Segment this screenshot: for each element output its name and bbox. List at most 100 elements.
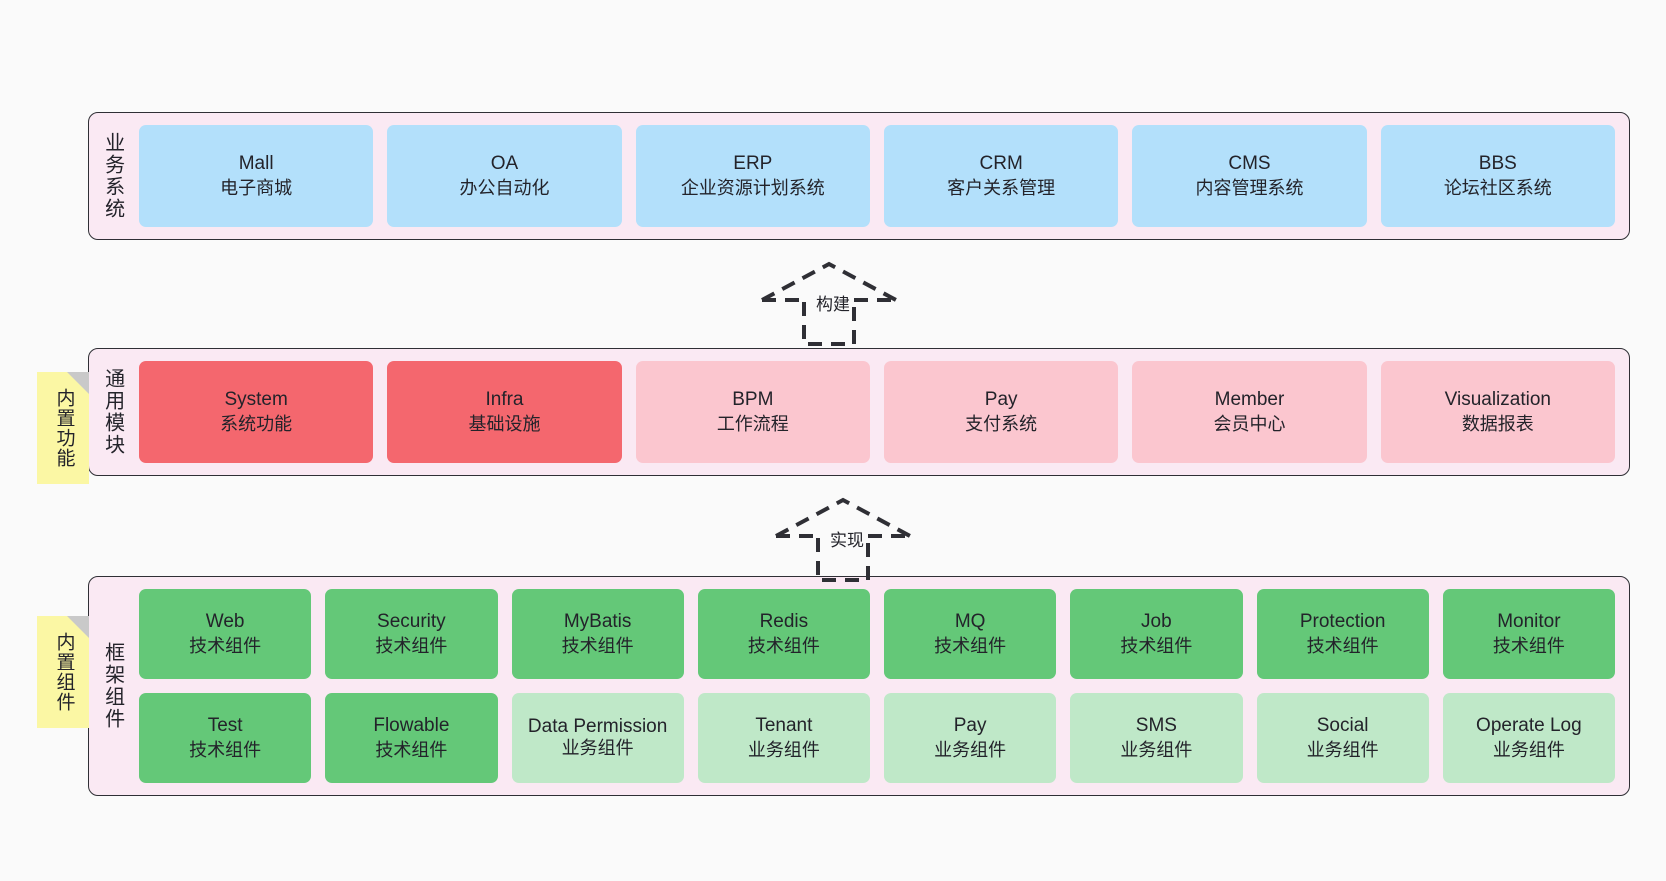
sticky-note-builtin-components-label: 内置组件 — [53, 632, 75, 712]
node-mq-en: MQ — [954, 611, 986, 633]
node-pay-module-en: Pay — [984, 389, 1018, 411]
node-mq-cn: 技术组件 — [934, 635, 1007, 656]
node-bbs-cn: 论坛社区系统 — [1443, 177, 1552, 198]
node-oa-cn: 办公自动化 — [459, 177, 550, 198]
node-web[interactable]: Web 技术组件 — [139, 589, 312, 679]
node-visualization[interactable]: Visualization 数据报表 — [1380, 361, 1615, 463]
node-social[interactable]: Social 业务组件 — [1256, 693, 1429, 783]
connector-build: 构建 — [758, 258, 900, 348]
node-mall[interactable]: Mall 电子商城 — [139, 125, 374, 227]
node-mybatis-en: MyBatis — [563, 611, 632, 633]
node-infra[interactable]: Infra 基础设施 — [387, 361, 622, 463]
node-erp-en: ERP — [733, 153, 773, 175]
node-web-cn: 技术组件 — [189, 635, 262, 656]
node-infra-en: Infra — [485, 389, 524, 411]
node-protection-en: Protection — [1299, 611, 1386, 633]
node-flowable[interactable]: Flowable 技术组件 — [325, 693, 498, 783]
node-redis-en: Redis — [759, 611, 809, 633]
node-system-cn: 系统功能 — [220, 413, 293, 434]
node-operate-log[interactable]: Operate Log 业务组件 — [1442, 693, 1615, 783]
node-member-cn: 会员中心 — [1213, 413, 1286, 434]
layer-framework-components-title: 框架组件 — [101, 642, 124, 730]
node-security-cn: 技术组件 — [375, 635, 448, 656]
node-test-en: Test — [207, 715, 243, 737]
node-monitor-cn: 技术组件 — [1492, 635, 1565, 656]
node-erp-cn: 企业资源计划系统 — [680, 177, 825, 198]
node-pay-component-en: Pay — [953, 715, 987, 737]
layer-common-modules: 通用模块 System 系统功能 Infra 基础设施 BPM 工作流程 Pay… — [88, 348, 1630, 476]
node-crm-cn: 客户关系管理 — [947, 177, 1056, 198]
node-data-permission-cn: 业务组件 — [561, 738, 634, 759]
node-visualization-en: Visualization — [1444, 389, 1551, 411]
sticky-note-builtin-features-label: 内置功能 — [53, 388, 75, 468]
node-social-cn: 业务组件 — [1306, 739, 1379, 760]
node-test-cn: 技术组件 — [189, 739, 262, 760]
node-cms[interactable]: CMS 内容管理系统 — [1132, 125, 1367, 227]
node-redis[interactable]: Redis 技术组件 — [697, 589, 870, 679]
node-test[interactable]: Test 技术组件 — [139, 693, 312, 783]
node-mybatis[interactable]: MyBatis 技术组件 — [511, 589, 684, 679]
node-mybatis-cn: 技术组件 — [561, 635, 634, 656]
connector-build-glyph — [761, 261, 897, 346]
node-bpm-cn: 工作流程 — [716, 413, 789, 434]
node-job-en: Job — [1141, 611, 1172, 633]
sticky-fold-corner-icon — [67, 372, 89, 394]
node-data-permission[interactable]: Data Permission 业务组件 — [511, 693, 684, 783]
node-pay-module[interactable]: Pay 支付系统 — [883, 361, 1119, 463]
node-bpm-en: BPM — [732, 389, 774, 411]
node-job-cn: 技术组件 — [1120, 635, 1193, 656]
node-cms-cn: 内容管理系统 — [1195, 177, 1304, 198]
node-member[interactable]: Member 会员中心 — [1132, 361, 1367, 463]
node-sms[interactable]: SMS 业务组件 — [1070, 693, 1243, 783]
node-oa[interactable]: OA 办公自动化 — [387, 125, 622, 227]
node-tenant[interactable]: Tenant 业务组件 — [697, 693, 870, 783]
layer-business-systems-title: 业务系统 — [101, 132, 124, 220]
node-mall-cn: 电子商城 — [220, 177, 293, 198]
node-erp[interactable]: ERP 企业资源计划系统 — [635, 125, 870, 227]
layer-common-modules-title: 通用模块 — [101, 368, 124, 456]
node-mall-en: Mall — [238, 153, 274, 175]
node-security-en: Security — [377, 611, 446, 633]
node-sms-cn: 业务组件 — [1120, 739, 1193, 760]
node-protection[interactable]: Protection 技术组件 — [1256, 589, 1429, 679]
node-bbs-en: BBS — [1478, 153, 1517, 175]
node-sms-en: SMS — [1135, 715, 1177, 737]
connector-implement-glyph — [775, 497, 911, 582]
node-system-en: System — [224, 389, 288, 411]
node-crm[interactable]: CRM 客户关系管理 — [883, 125, 1119, 227]
framework-components-node-grid: Web 技术组件 Security 技术组件 MyBatis 技术组件 Redi… — [135, 577, 1629, 795]
sticky-note-builtin-components: 内置组件 — [37, 616, 89, 728]
node-pay-component-cn: 业务组件 — [934, 739, 1007, 760]
node-member-en: Member — [1214, 389, 1285, 411]
node-monitor-en: Monitor — [1497, 611, 1561, 633]
node-flowable-cn: 技术组件 — [375, 739, 448, 760]
node-bpm[interactable]: BPM 工作流程 — [635, 361, 870, 463]
node-pay-module-cn: 支付系统 — [965, 413, 1038, 434]
node-tenant-en: Tenant — [755, 715, 813, 737]
node-cms-en: CMS — [1228, 153, 1271, 175]
business-systems-node-row: Mall 电子商城 OA 办公自动化 ERP 企业资源计划系统 CRM 客户关系… — [135, 113, 1629, 239]
node-data-permission-en: Data Permission — [527, 715, 668, 737]
connector-implement: 实现 — [772, 494, 914, 584]
node-bbs[interactable]: BBS 论坛社区系统 — [1380, 125, 1615, 227]
connector-implement-label: 实现 — [830, 531, 864, 550]
node-visualization-cn: 数据报表 — [1461, 413, 1534, 434]
node-oa-en: OA — [490, 153, 519, 175]
node-system[interactable]: System 系统功能 — [139, 361, 374, 463]
node-protection-cn: 技术组件 — [1306, 635, 1379, 656]
layer-business-systems: 业务系统 Mall 电子商城 OA 办公自动化 ERP 企业资源计划系统 CRM… — [88, 112, 1630, 240]
node-security[interactable]: Security 技术组件 — [325, 589, 498, 679]
node-monitor[interactable]: Monitor 技术组件 — [1442, 589, 1615, 679]
node-job[interactable]: Job 技术组件 — [1070, 589, 1243, 679]
node-pay-component[interactable]: Pay 业务组件 — [884, 693, 1057, 783]
node-web-en: Web — [205, 611, 245, 633]
node-mq[interactable]: MQ 技术组件 — [884, 589, 1057, 679]
node-operate-log-en: Operate Log — [1476, 715, 1582, 737]
node-tenant-cn: 业务组件 — [747, 739, 820, 760]
node-operate-log-cn: 业务组件 — [1492, 739, 1565, 760]
common-modules-node-row: System 系统功能 Infra 基础设施 BPM 工作流程 Pay 支付系统… — [135, 349, 1629, 475]
node-crm-en: CRM — [979, 153, 1023, 175]
node-social-en: Social — [1316, 715, 1369, 737]
sticky-note-builtin-features: 内置功能 — [37, 372, 89, 484]
